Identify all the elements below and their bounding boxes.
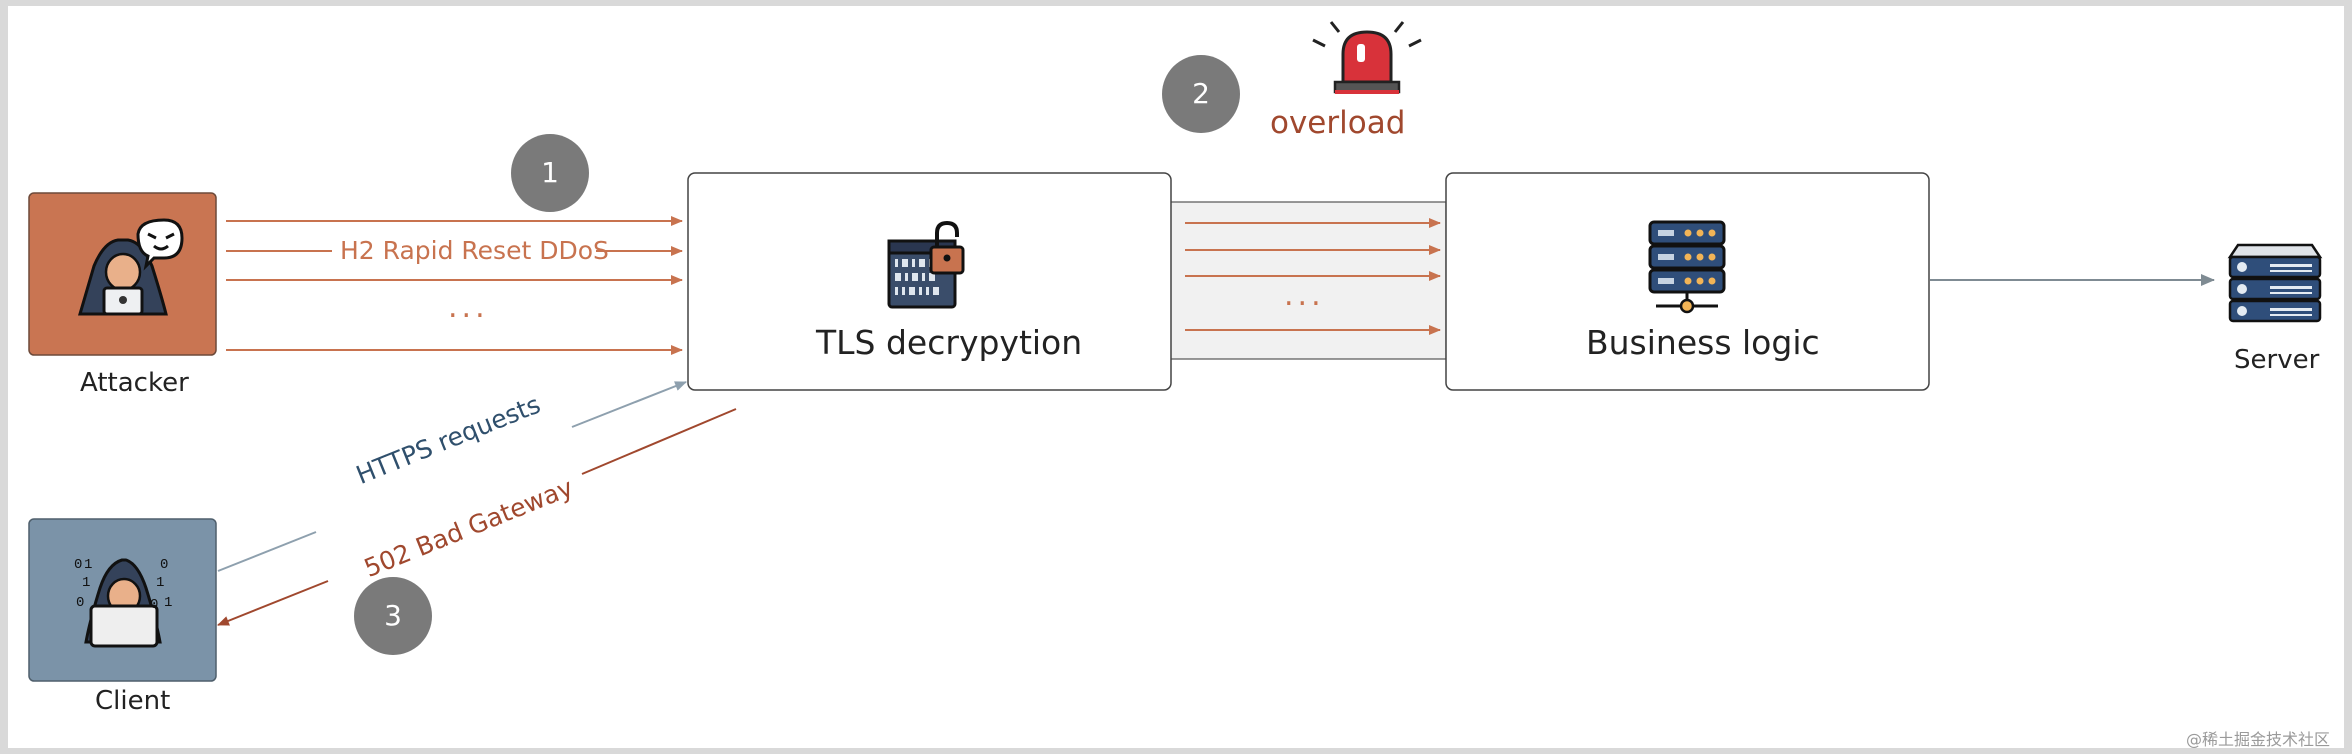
server-icon	[2227, 243, 2323, 323]
step-badge-2	[1162, 55, 1240, 133]
overload-label: overload	[1270, 105, 1406, 141]
internal-more-ellipsis: ...	[1284, 278, 1325, 313]
bad-gateway-arrow-tail	[581, 408, 737, 475]
svg-text:1: 1	[84, 557, 92, 573]
client-label: Client	[95, 686, 171, 716]
encrypted-data-lock-icon	[887, 220, 965, 309]
attack-more-ellipsis: ...	[448, 290, 489, 325]
bad-gateway-arrow-head	[217, 580, 329, 626]
step-1-number: 1	[541, 156, 559, 189]
https-request-arrow-head	[571, 381, 687, 428]
step-3-number: 3	[384, 599, 402, 632]
svg-text:0: 0	[76, 595, 84, 611]
step-badge-3	[354, 577, 432, 655]
siren-icon	[1312, 21, 1422, 94]
database-server-icon	[1648, 220, 1726, 314]
client-user-icon: 0 1 0 1 0 1 1 0	[74, 557, 172, 648]
step-badge-1	[511, 134, 589, 212]
business-logic-label: Business logic	[1586, 323, 1820, 362]
attack-arrows	[226, 216, 683, 355]
svg-text:0: 0	[74, 557, 82, 573]
svg-text:0: 0	[150, 597, 158, 613]
https-request-arrow-tail	[217, 531, 317, 572]
server-label: Server	[2234, 345, 2320, 375]
hacker-icon	[78, 218, 184, 316]
watermark: @稀土掘金技术社区	[2186, 730, 2331, 749]
internal-arrows	[1185, 218, 1441, 335]
svg-text:1: 1	[82, 575, 90, 591]
tls-label: TLS decrypytion	[816, 323, 1083, 362]
svg-text:1: 1	[156, 575, 164, 591]
step-2-number: 2	[1192, 77, 1210, 110]
svg-text:0: 0	[160, 557, 168, 573]
attack-label: H2 Rapid Reset DDoS	[340, 236, 609, 265]
attacker-label: Attacker	[80, 368, 189, 398]
svg-text:1: 1	[164, 595, 172, 611]
